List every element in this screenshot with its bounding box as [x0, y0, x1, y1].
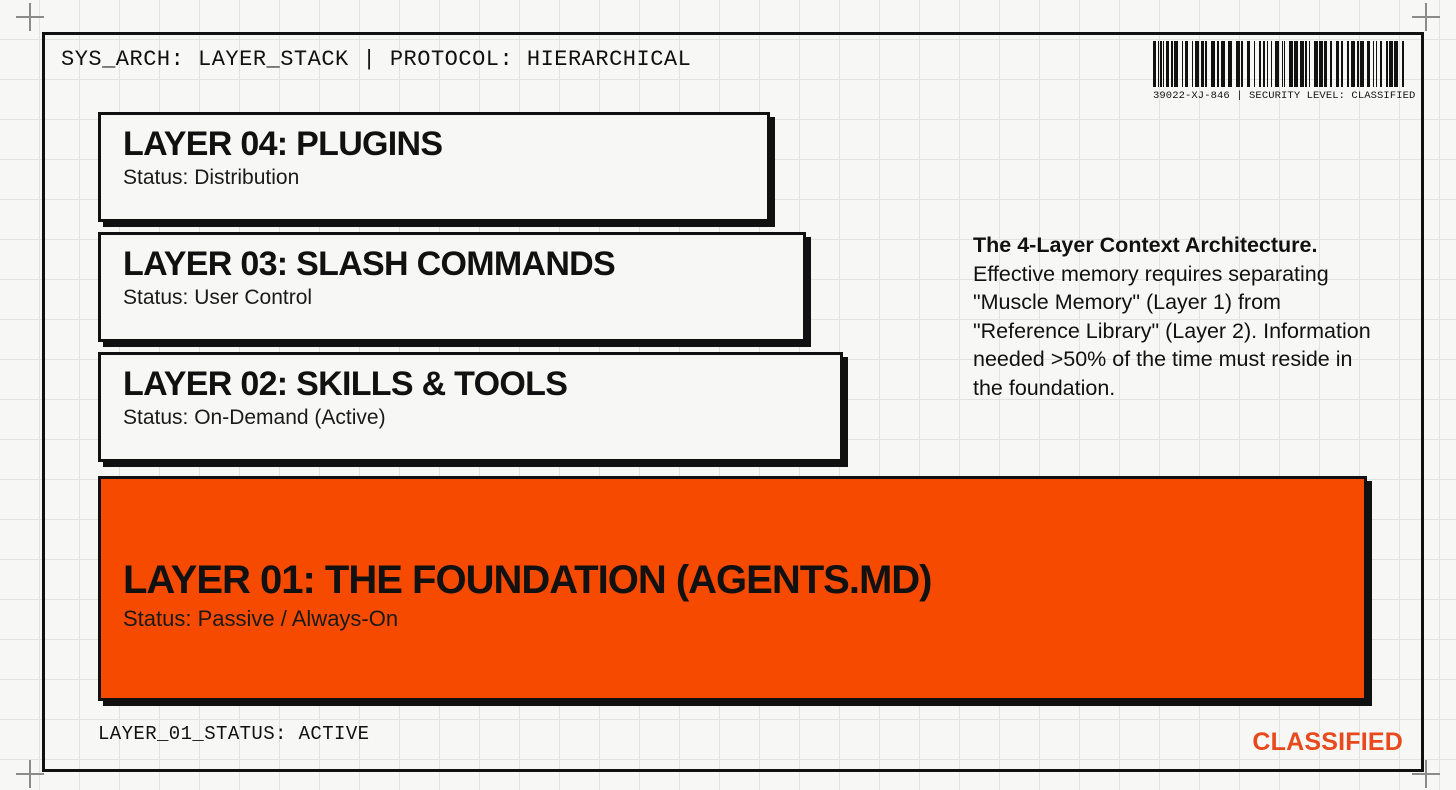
registration-crosshair-top-left [16, 3, 44, 31]
layer-03-status: Status: User Control [123, 285, 313, 309]
layer-01-status: Status: Passive / Always-On [123, 605, 399, 631]
layer-03-title: LAYER 03: SLASH COMMANDS [123, 245, 616, 283]
classified-stamp: CLASSIFIED [1252, 728, 1403, 756]
system-architecture-header: SYS_ARCH: LAYER_STACK | PROTOCOL: HIERAR… [61, 47, 692, 72]
layer-04-title: LAYER 04: PLUGINS [123, 125, 443, 163]
layer-card-03[interactable]: LAYER 03: SLASH COMMANDS Status: User Co… [98, 232, 806, 342]
architecture-annotation: The 4-Layer Context Architecture. Effect… [973, 231, 1375, 403]
layer-card-02[interactable]: LAYER 02: SKILLS & TOOLS Status: On-Dema… [98, 352, 843, 462]
document-frame: SYS_ARCH: LAYER_STACK | PROTOCOL: HIERAR… [42, 32, 1424, 772]
layer-02-status: Status: On-Demand (Active) [123, 405, 386, 429]
layer-card-01-foundation[interactable]: LAYER 01: THE FOUNDATION (AGENTS.MD) Sta… [98, 476, 1367, 701]
barcode-block: 39022-XJ-846 | SECURITY LEVEL: CLASSIFIE… [1153, 41, 1416, 102]
registration-crosshair-top-right [1412, 3, 1440, 31]
registration-crosshair-bottom-left [16, 760, 44, 788]
layer-04-status: Status: Distribution [123, 165, 300, 189]
barcode-icon [1153, 41, 1407, 87]
barcode-label: 39022-XJ-846 | SECURITY LEVEL: CLASSIFIE… [1153, 90, 1416, 102]
layer-01-title: LAYER 01: THE FOUNDATION (AGENTS.MD) [123, 558, 932, 602]
registration-crosshair-bottom-right [1412, 760, 1440, 788]
annotation-lead: The 4-Layer Context Architecture. [973, 233, 1318, 257]
layer-02-title: LAYER 02: SKILLS & TOOLS [123, 365, 568, 403]
annotation-body: Effective memory requires separating "Mu… [973, 261, 1371, 400]
layer-card-04[interactable]: LAYER 04: PLUGINS Status: Distribution [98, 112, 770, 222]
footer-layer-status: LAYER_01_STATUS: ACTIVE [98, 723, 370, 745]
